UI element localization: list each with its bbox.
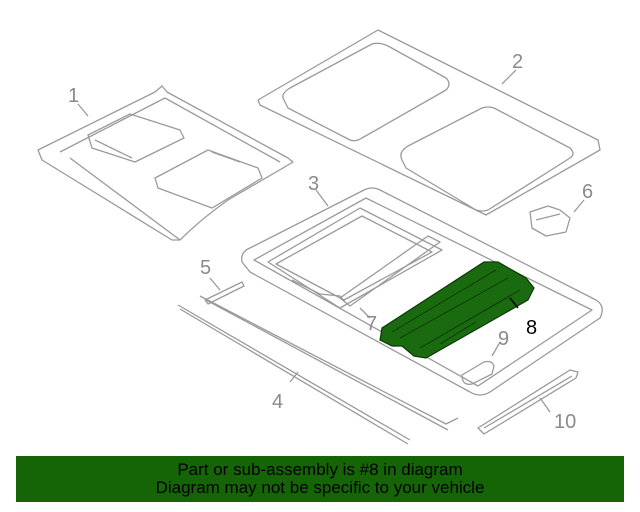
callout-3[interactable]: 3	[308, 173, 319, 195]
part-5-seal[interactable]	[199, 281, 459, 431]
banner-line-2: Diagram may not be specific to your vehi…	[155, 478, 485, 497]
part-7-glass-guide[interactable]	[291, 235, 441, 307]
callout-4[interactable]: 4	[272, 391, 283, 413]
part-2-roof-panel[interactable]	[257, 29, 601, 216]
callout-10[interactable]: 10	[554, 411, 576, 433]
part-1-headliner[interactable]	[37, 85, 294, 241]
part-8-sunroof-mechanism[interactable]	[379, 261, 535, 359]
part-6-motor[interactable]	[529, 205, 571, 237]
part-10-rail[interactable]	[477, 369, 579, 435]
part-3-sunroof-frame[interactable]	[241, 187, 603, 396]
callout-8[interactable]: 8	[526, 317, 537, 339]
callout-6[interactable]: 6	[582, 181, 593, 203]
callout-2[interactable]: 2	[512, 51, 523, 73]
part-9-cover[interactable]	[461, 360, 495, 385]
callout-9[interactable]: 9	[498, 328, 509, 350]
banner-line-1: Part or sub-assembly is #8 in diagram	[177, 460, 463, 479]
callout-1[interactable]: 1	[68, 85, 79, 107]
callout-5[interactable]: 5	[200, 257, 211, 279]
part-notice-banner: Part or sub-assembly is #8 in diagram Di…	[16, 456, 624, 502]
callout-7[interactable]: 7	[366, 313, 377, 335]
